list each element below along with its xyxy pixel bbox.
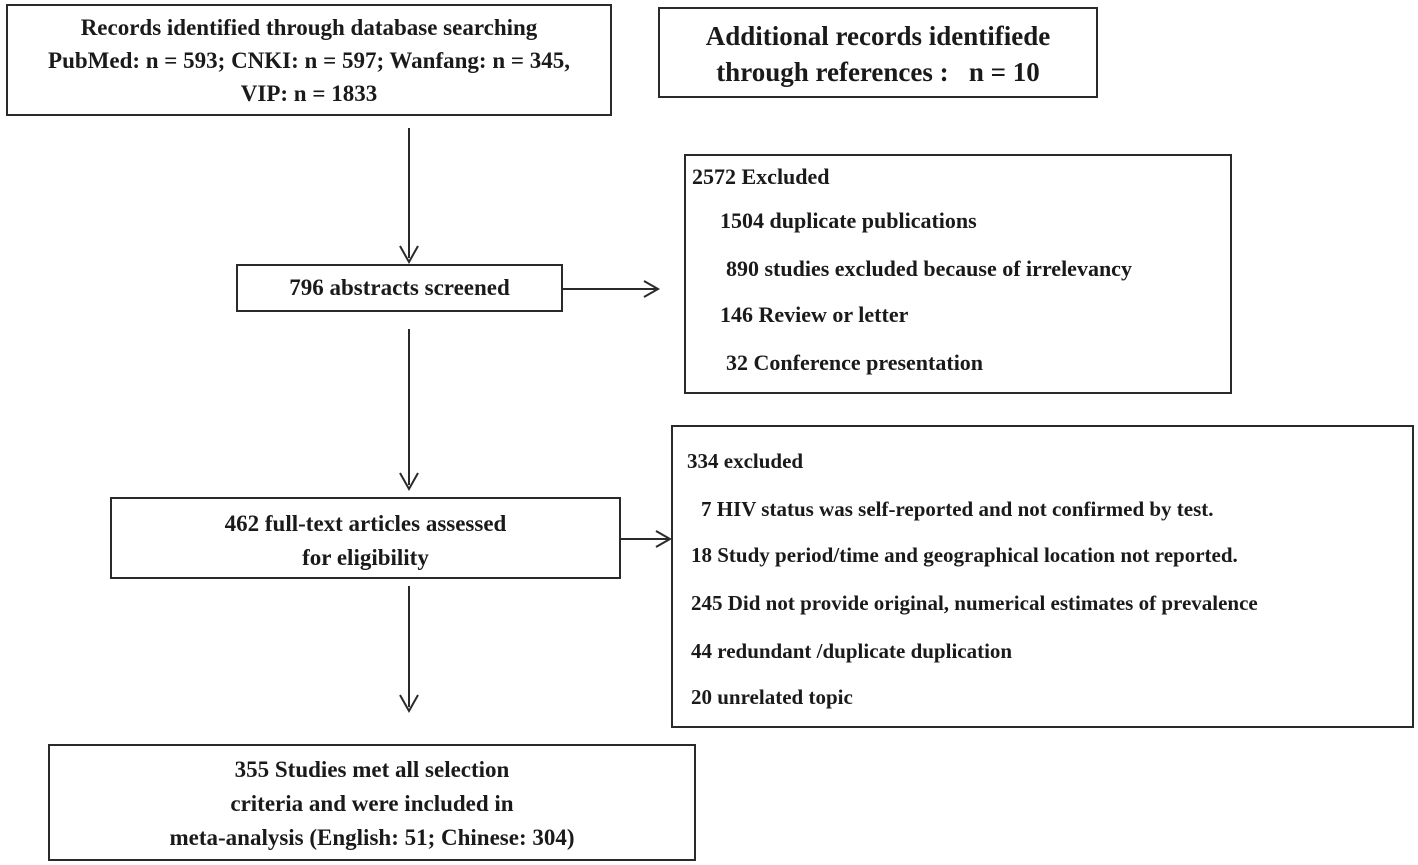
excluded2-item: 20 unrelated topic [691,685,853,709]
records-line-1: Records identified through database sear… [80,15,538,40]
included-line-2: criteria and were included in [230,791,514,816]
excluded1-item: 32 Conference presentation [726,350,984,375]
included-line-3: meta-analysis (English: 51; Chinese: 304… [169,825,575,850]
excluded2-item: 7 HIV status was self-reported and not c… [701,497,1214,521]
arrowhead-screened-to-excluded1 [643,280,661,298]
arrowhead-fulltext-to-included [399,694,419,714]
abstracts-screened-box: 796 abstracts screened [236,264,563,312]
additional-records-box: Additional records identifiede through r… [658,7,1098,98]
records-identified-box: Records identified through database sear… [6,4,612,116]
additional-line-2: through references : n = 10 [716,57,1040,87]
excluded-fulltext-box: 334 excluded 7 HIV status was self-repor… [671,425,1414,728]
records-line-2: PubMed: n = 593; CNKI: n = 597; Wanfang:… [48,48,570,73]
excluded-records-box: 2572 Excluded 1504 duplicate publication… [684,154,1232,394]
excluded2-item: 245 Did not provide original, numerical … [691,591,1258,615]
fulltext-line-2: for eligibility [302,545,429,570]
excluded1-item: 1504 duplicate publications [720,208,977,233]
excluded1-item: 146 Review or letter [720,302,909,327]
excluded2-item: 18 Study period/time and geographical lo… [691,543,1238,567]
records-line-3: VIP: n = 1833 [240,81,378,106]
included-line-1: 355 Studies met all selection [234,757,510,782]
additional-line-1: Additional records identifiede [705,21,1051,51]
screened-label: 796 abstracts screened [289,275,510,300]
excluded1-item: 890 studies excluded because of irreleva… [726,256,1132,281]
excluded1-title: 2572 Excluded [692,164,830,189]
arrowhead-records-to-screened [399,245,419,265]
included-studies-box: 355 Studies met all selection criteria a… [48,744,696,861]
arrowhead-fulltext-to-excluded2 [655,530,673,548]
excluded2-title: 334 excluded [687,449,804,473]
fulltext-assessed-box: 462 full-text articles assessed for elig… [110,497,621,579]
excluded2-item: 44 redundant /duplicate duplication [691,639,1013,663]
fulltext-line-1: 462 full-text articles assessed [224,511,507,536]
arrowhead-screened-to-fulltext [399,472,419,492]
